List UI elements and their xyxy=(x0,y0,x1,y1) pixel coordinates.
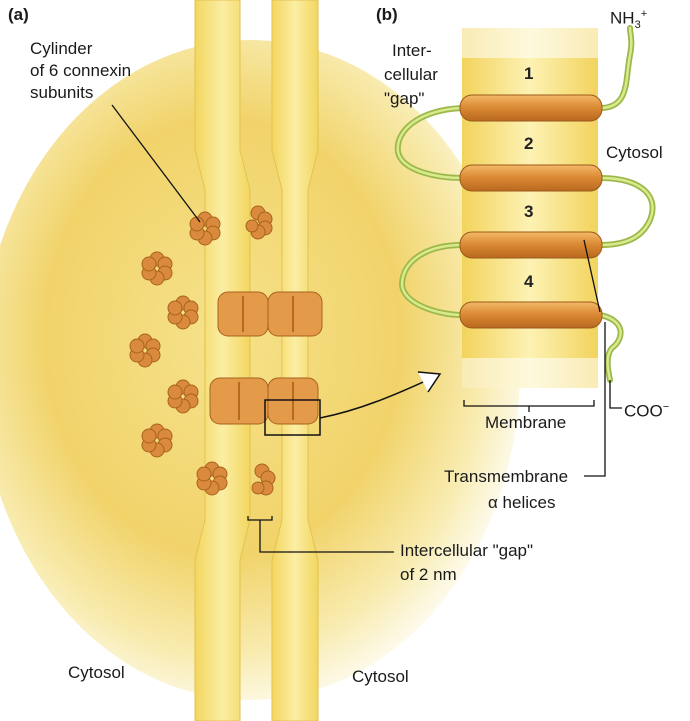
helix-number-1: 1 xyxy=(524,64,533,84)
nh3-subscript: 3 xyxy=(635,19,641,31)
cell-surface-glow xyxy=(0,40,520,700)
transmembrane-label-line2: α helices xyxy=(488,492,555,513)
nh3-base: NH xyxy=(610,9,635,28)
helix-number-2: 2 xyxy=(524,134,533,154)
coo-base: COO xyxy=(624,402,663,421)
helix-number-4: 4 xyxy=(524,272,533,292)
b-gap-label-line3: "gap" xyxy=(384,88,424,109)
gap-label-line2: of 2 nm xyxy=(400,564,457,585)
gap-label-line1: Intercellular "gap" xyxy=(400,540,533,561)
cytosol-right-label: Cytosol xyxy=(352,666,409,687)
nh3-superscript: + xyxy=(641,8,647,20)
transmembrane-label-line1: Transmembrane xyxy=(444,466,568,487)
b-gap-label-line2: cellular xyxy=(384,64,438,85)
cytosol-left-label: Cytosol xyxy=(68,662,125,683)
b-cytosol-label: Cytosol xyxy=(606,142,663,163)
panel-a-tag: (a) xyxy=(8,4,29,25)
coo-superscript: − xyxy=(663,401,669,413)
cylinder-label-line2: of 6 connexin xyxy=(30,60,131,81)
coo-terminus-label: COO− xyxy=(624,397,669,422)
cylinder-label-line3: subunits xyxy=(30,82,93,103)
cylinder-label-line1: Cylinder xyxy=(30,38,92,59)
nh3-terminus-label: NH3+ xyxy=(610,4,647,36)
b-gap-label-line1: Inter- xyxy=(392,40,432,61)
helix-number-3: 3 xyxy=(524,202,533,222)
panel-b-tag: (b) xyxy=(376,4,398,25)
membrane-label: Membrane xyxy=(485,412,566,433)
